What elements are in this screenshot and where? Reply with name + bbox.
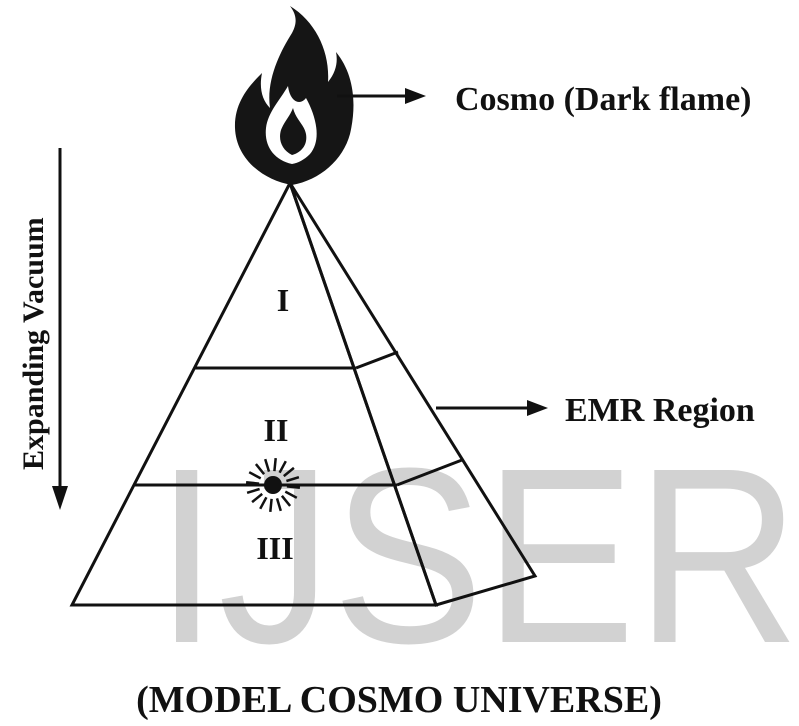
- burst-ray: [286, 485, 301, 489]
- burst-ray: [269, 498, 273, 513]
- burst-ray: [259, 496, 268, 510]
- expanding-vacuum-arrow: [52, 148, 68, 510]
- burst-ray: [251, 492, 263, 504]
- flame-arrow: [337, 88, 426, 104]
- burst-ray: [248, 471, 262, 480]
- side-divider-lower: [396, 458, 463, 487]
- emr-arrow: [436, 400, 548, 416]
- dark-flame-icon: [234, 6, 354, 185]
- burst-ray: [246, 487, 260, 494]
- burst-ray: [245, 481, 260, 485]
- central-burst-icon: [245, 457, 301, 513]
- burst-ray: [283, 466, 295, 478]
- flame-label: Cosmo (Dark flame): [455, 81, 752, 118]
- burst-ray: [278, 460, 287, 474]
- pyramid-side-face: [288, 182, 538, 607]
- burst-ray: [264, 458, 271, 472]
- region-1-label: I: [277, 282, 289, 318]
- emr-region-label: EMR Region: [565, 392, 755, 429]
- burst-ray: [273, 457, 277, 472]
- burst-ray: [286, 476, 300, 483]
- expanding-vacuum-label: Expanding Vacuum: [17, 217, 50, 470]
- burst-ray: [254, 463, 266, 475]
- region-2-label: II: [264, 412, 289, 448]
- burst-ray: [280, 495, 292, 507]
- diagram-caption: (MODEL COSMO UNIVERSE): [136, 679, 662, 721]
- burst-ray: [275, 498, 282, 512]
- watermark: IJSER: [155, 416, 799, 695]
- burst-ray: [284, 490, 298, 499]
- side-divider-upper: [355, 350, 399, 370]
- region-3-label: III: [256, 530, 293, 566]
